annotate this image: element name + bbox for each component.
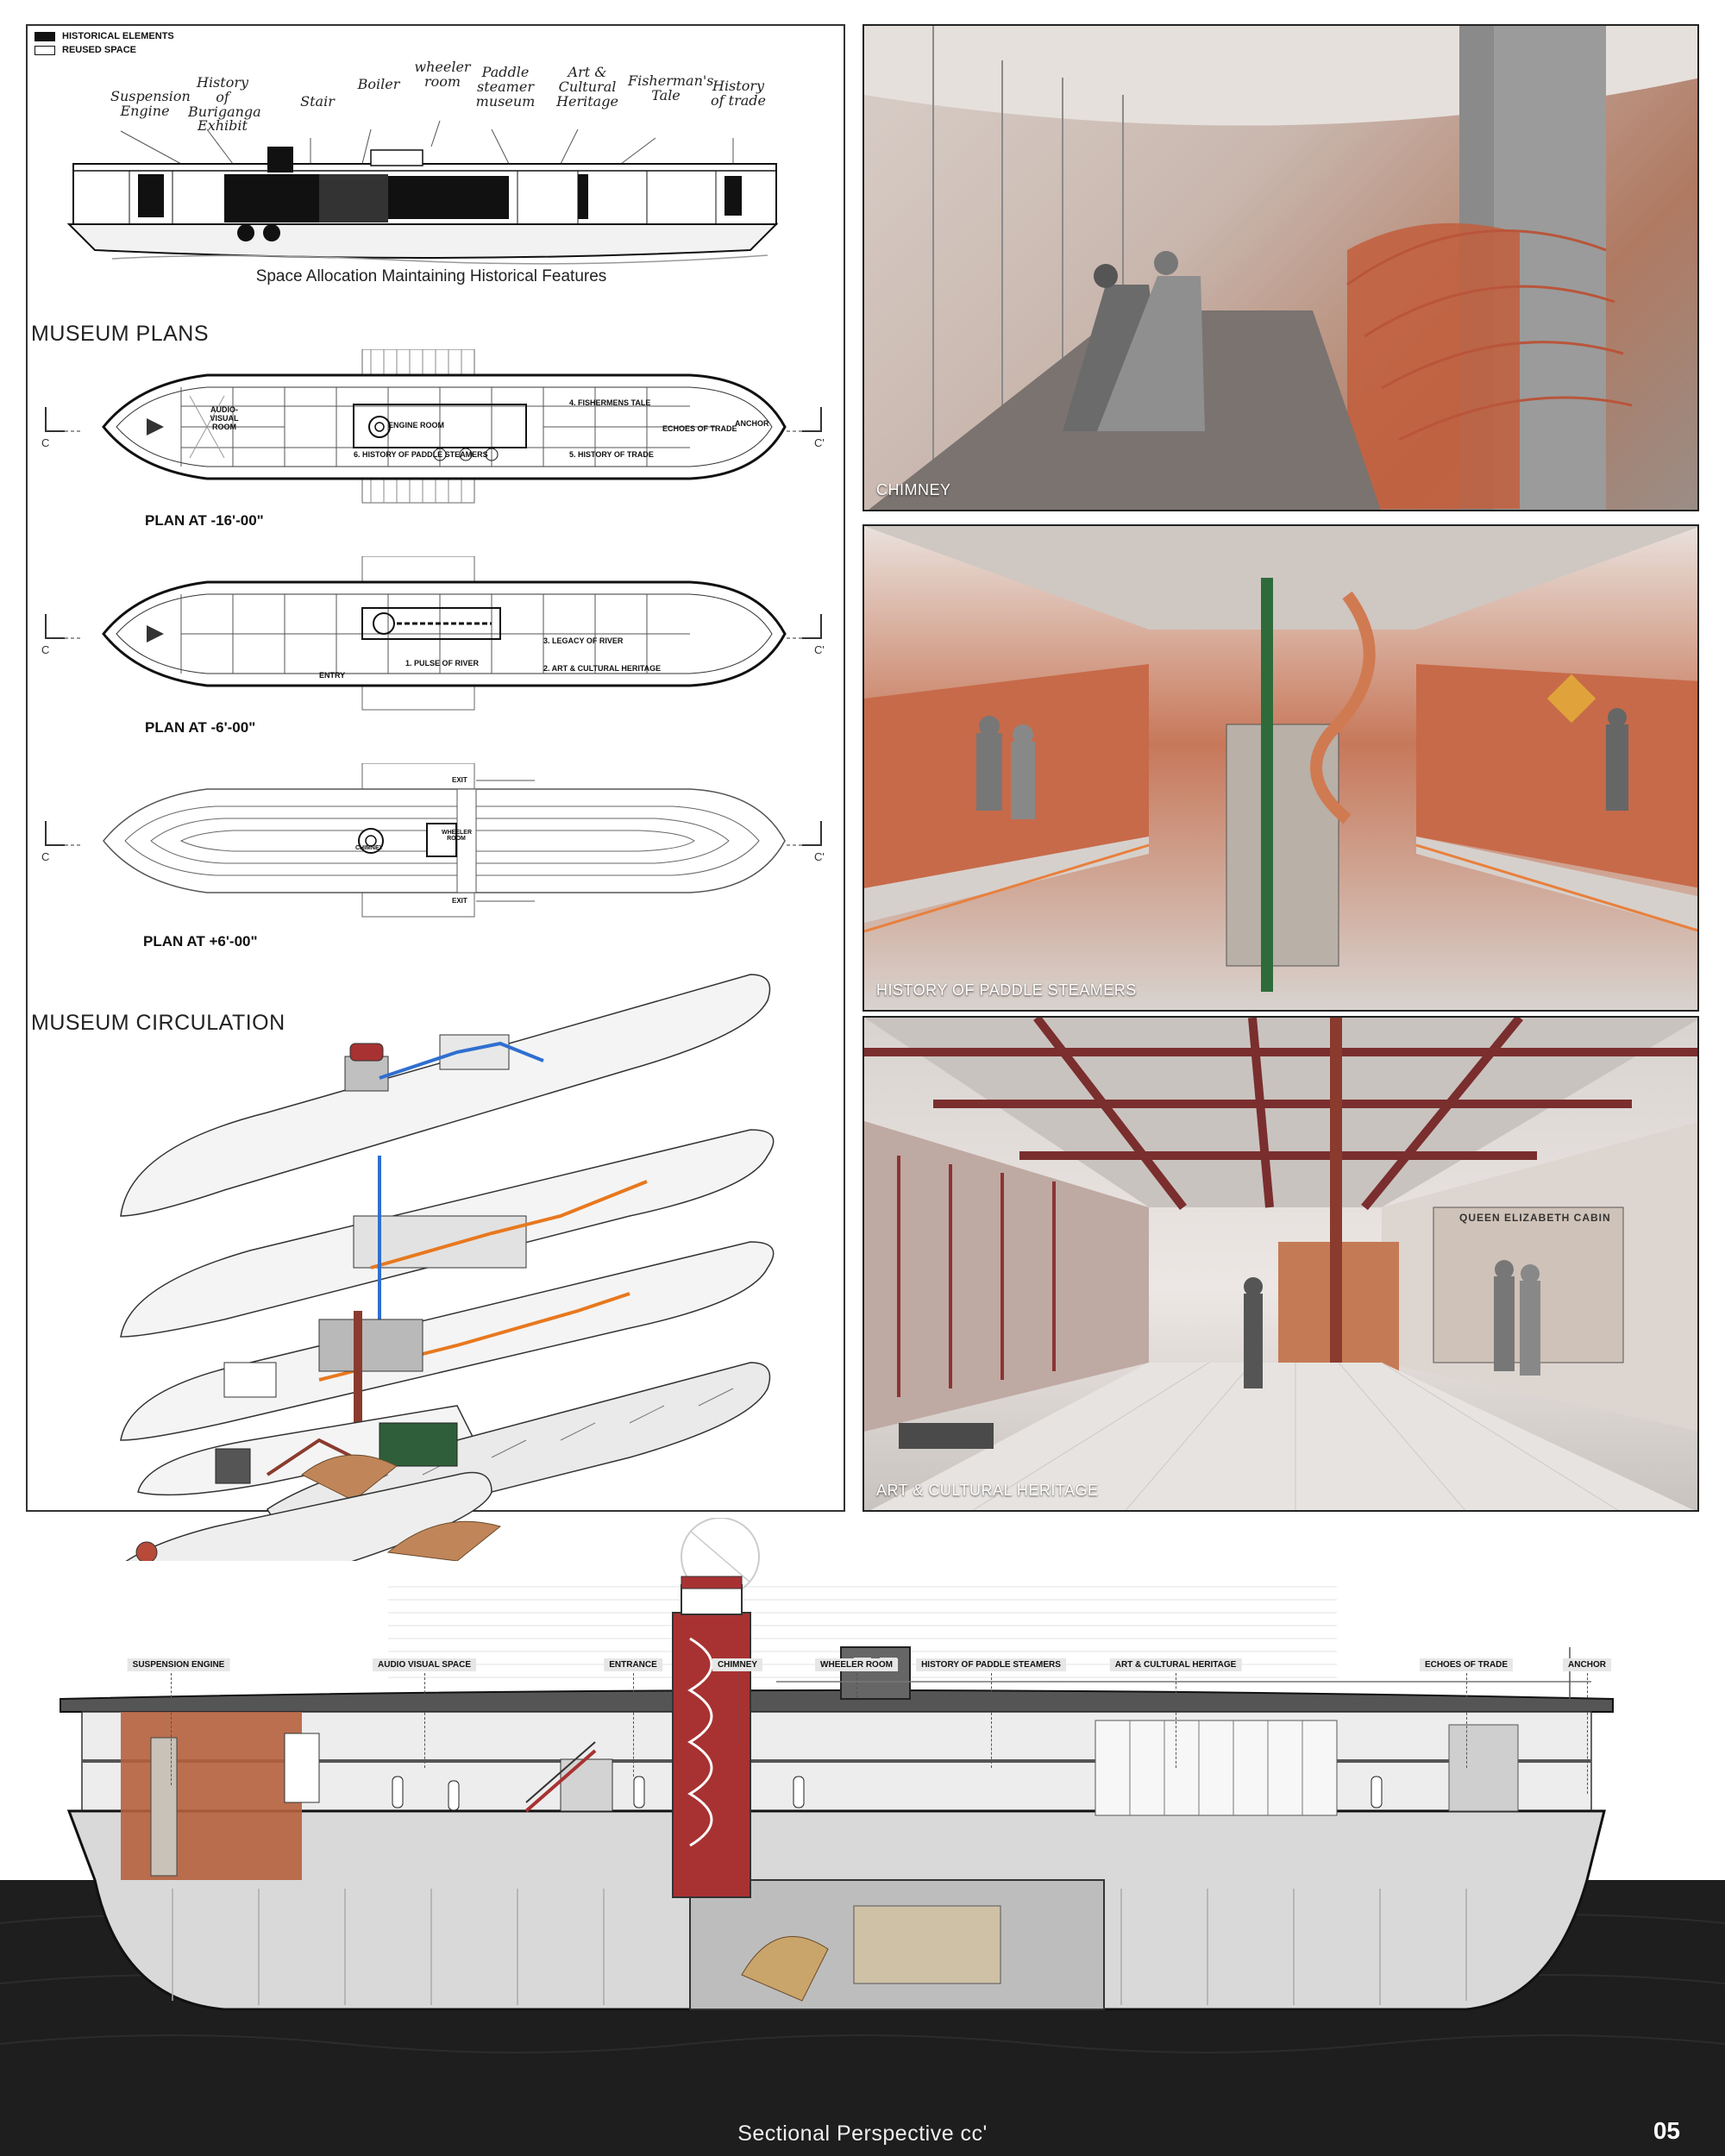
section-tag-line-echoes-trade bbox=[1466, 1673, 1467, 1768]
room-label-pulse-of-river: 1. PULSE OF RIVER bbox=[405, 659, 480, 667]
section-tag-line-anchor bbox=[1587, 1673, 1588, 1794]
section-tag-chimney: CHIMNEY bbox=[712, 1658, 763, 1671]
room-label-legacy-of-river: 3. LEGACY OF RIVER bbox=[543, 636, 624, 645]
room-label-echoes-trade: ECHOES OF TRADE bbox=[662, 424, 737, 433]
legend-reused-label: REUSED SPACE bbox=[62, 45, 136, 55]
photo-art-cultural-illustration bbox=[864, 1018, 1697, 1510]
cut-label-right-3: C' bbox=[814, 850, 825, 863]
plan-caption-plus-6: PLAN AT +6'-00" bbox=[143, 933, 258, 950]
legend-historical: HISTORICAL ELEMENTS bbox=[34, 31, 174, 41]
section-tag-art-cultural: ART & CULTURAL HERITAGE bbox=[1109, 1658, 1242, 1671]
room-label-paddle-steamers: 6. HISTORY OF PADDLE STEAMERS bbox=[354, 450, 488, 459]
sectional-perspective bbox=[0, 1518, 1725, 2156]
photo-paddle-steamers-label: HISTORY OF PADDLE STEAMERS bbox=[876, 981, 1137, 999]
annotation-fishermans-tale: Fisherman's Tale bbox=[628, 72, 714, 103]
page-number: 05 bbox=[1653, 2117, 1680, 2144]
annotation-stair: Stair bbox=[300, 93, 335, 110]
section-tag-audio-visual: AUDIO VISUAL SPACE bbox=[373, 1658, 476, 1671]
photo-chimney: CHIMNEY bbox=[862, 24, 1699, 511]
annotation-history-buriganga: History of Buriganga Exhibit bbox=[188, 74, 261, 135]
section-tag-suspension-engine: SUSPENSION ENGINE bbox=[127, 1658, 230, 1671]
cut-label-left-3: C bbox=[41, 850, 50, 863]
cut-label-right-2: C' bbox=[814, 643, 825, 656]
section-tag-entrance: ENTRANCE bbox=[604, 1658, 662, 1671]
cut-label-right-1: C' bbox=[814, 436, 825, 449]
section-tag-anchor: ANCHOR bbox=[1563, 1658, 1611, 1671]
section-tag-wheeler-room: WHEELER ROOM bbox=[815, 1658, 898, 1671]
cut-label-left-1: C bbox=[41, 436, 50, 449]
annotation-suspension-engine: Suspension Engine bbox=[110, 88, 191, 119]
photo-art-cultural-sign: QUEEN ELIZABETH CABIN bbox=[1459, 1212, 1611, 1224]
photo-art-cultural-label: ART & CULTURAL HERITAGE bbox=[876, 1482, 1099, 1499]
legend: HISTORICAL ELEMENTS REUSED SPACE bbox=[34, 31, 174, 59]
room-label-anchor: ANCHOR bbox=[735, 419, 769, 428]
photo-chimney-illustration bbox=[864, 26, 1697, 510]
annotation-history-trade: History of trade bbox=[711, 78, 766, 109]
room-label-exit-top: EXIT bbox=[452, 776, 467, 784]
plan-minus-16 bbox=[102, 349, 787, 504]
photo-chimney-label: CHIMNEY bbox=[876, 481, 951, 498]
room-label-exit-bottom: EXIT bbox=[452, 897, 467, 905]
cut-marker-right-1 bbox=[787, 407, 822, 432]
plan-caption-minus-16: PLAN AT -16'-00" bbox=[145, 512, 264, 529]
museum-plans-heading: MUSEUM PLANS bbox=[31, 322, 210, 346]
plan-plus-6 bbox=[103, 763, 786, 918]
section-tag-line-chimney bbox=[737, 1673, 738, 1742]
cut-marker-left-2 bbox=[45, 614, 80, 639]
space-allocation-elevation bbox=[66, 121, 779, 265]
room-label-fishermens-tale: 4. FISHERMENS TALE bbox=[569, 398, 651, 407]
circulation-axonometric bbox=[120, 974, 775, 1561]
section-tag-line-audio-visual bbox=[424, 1673, 425, 1768]
photo-art-cultural-heritage: QUEEN ELIZABETH CABIN ART & CULTURAL HER… bbox=[862, 1016, 1699, 1512]
cut-marker-right-2 bbox=[787, 614, 822, 639]
room-label-chimney-plan: CHIMNEY bbox=[355, 845, 384, 851]
photo-paddle-steamers: HISTORY OF PADDLE STEAMERS bbox=[862, 524, 1699, 1012]
section-tag-line-paddle-steamers bbox=[991, 1673, 992, 1768]
annotation-paddle-steamer-museum: Paddle steamer museum bbox=[475, 64, 536, 110]
room-label-engine-room: ENGINE ROOM bbox=[388, 421, 445, 429]
legend-swatch-historical bbox=[34, 31, 55, 41]
legend-reused: REUSED SPACE bbox=[34, 45, 174, 55]
cut-marker-right-3 bbox=[787, 821, 822, 846]
photo-paddle-steamers-illustration bbox=[864, 526, 1697, 992]
legend-historical-label: HISTORICAL ELEMENTS bbox=[62, 31, 174, 41]
room-label-audio-visual: AUDIO-VISUAL ROOM bbox=[210, 405, 239, 431]
space-allocation-caption: Space Allocation Maintaining Historical … bbox=[255, 267, 607, 285]
annotation-boiler: Boiler bbox=[357, 76, 400, 92]
section-tag-paddle-steamers: HISTORY OF PADDLE STEAMERS bbox=[916, 1658, 1066, 1671]
room-label-history-trade: 5. HISTORY OF TRADE bbox=[569, 450, 654, 459]
cut-label-left-2: C bbox=[41, 643, 50, 656]
annotation-art-cultural: Art & Cultural Heritage bbox=[556, 64, 618, 110]
room-label-entry: ENTRY bbox=[319, 671, 346, 680]
section-tag-echoes-trade: ECHOES OF TRADE bbox=[1419, 1658, 1514, 1671]
section-tag-line-entrance bbox=[633, 1673, 634, 1777]
cut-marker-left-3 bbox=[45, 821, 80, 846]
plan-minus-6 bbox=[102, 556, 787, 711]
museum-circulation-heading: MUSEUM CIRCULATION bbox=[31, 1011, 285, 1035]
annotation-wheeler-room: wheeler room bbox=[414, 59, 471, 90]
section-tag-line-wheeler-room bbox=[856, 1673, 857, 1708]
cut-marker-left-1 bbox=[45, 407, 80, 432]
room-label-art-cultural-heritage: 2. ART & CULTURAL HERITAGE bbox=[543, 664, 662, 673]
plan-caption-minus-6: PLAN AT -6'-00" bbox=[145, 719, 256, 736]
room-label-wheeler-room-plan: WHEELER ROOM bbox=[442, 830, 472, 842]
section-tag-line-suspension-engine bbox=[171, 1673, 172, 1785]
legend-swatch-reused bbox=[34, 45, 55, 55]
section-caption: Sectional Perspective cc' bbox=[737, 2122, 988, 2146]
